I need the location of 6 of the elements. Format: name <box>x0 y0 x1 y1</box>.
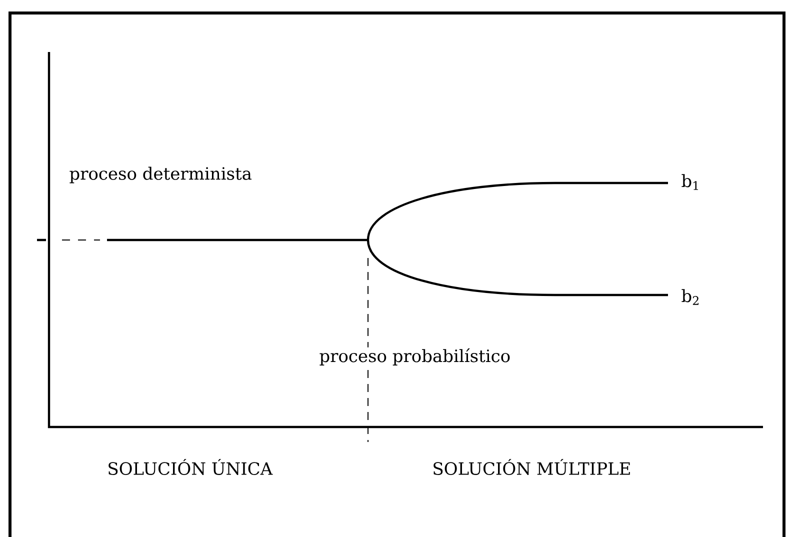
axis-label: proceso probabilístico <box>318 347 512 367</box>
region-label: SOLUCIÓN ÚNICA <box>106 458 274 476</box>
axis-label: proceso determinista <box>68 166 253 184</box>
region-label: SOLUCIÓN MÚLTIPLE <box>431 458 632 476</box>
branch-label: b$_{1}$ <box>680 173 702 191</box>
branch-label: b$_{2}$ <box>680 288 702 306</box>
